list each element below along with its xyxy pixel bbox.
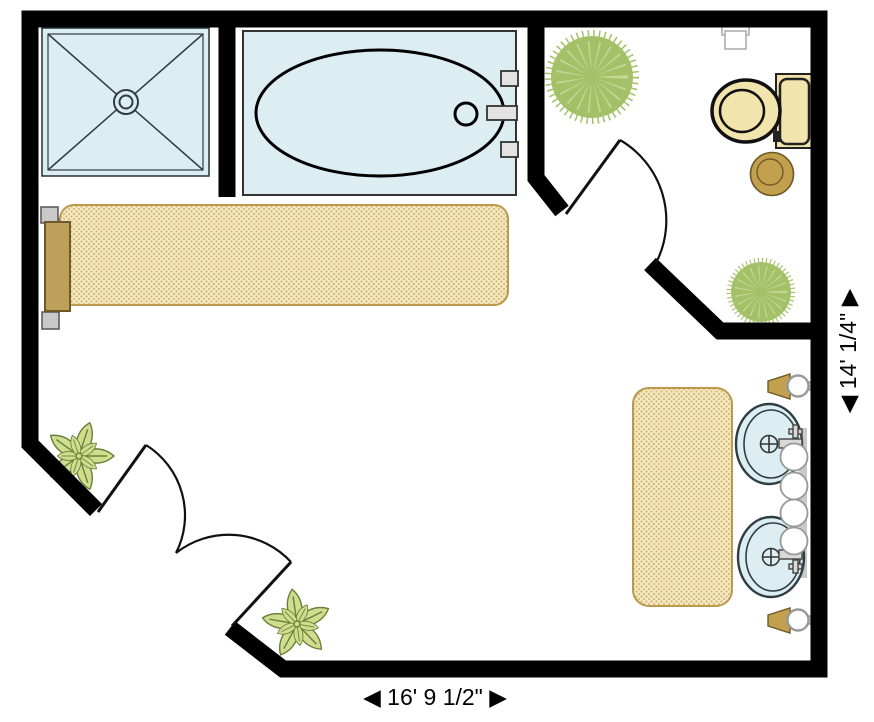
wall-tub-divider (527, 11, 569, 217)
runner-rug[interactable] (59, 204, 509, 306)
vanity-knobs[interactable] (779, 442, 809, 556)
dimension-height-label: ◀ 14' 1/4" ▶ (835, 288, 861, 414)
wall-sconce-bottom[interactable] (767, 607, 813, 634)
bathtub[interactable] (242, 30, 519, 196)
tub-drain (453, 101, 479, 127)
sink-drain (761, 547, 781, 567)
round-stool[interactable] (749, 151, 795, 197)
shower-stall[interactable] (41, 27, 210, 177)
toilet-paper-holder[interactable] (721, 23, 750, 50)
flower-plant-left[interactable] (35, 412, 123, 498)
wall-sconce-top[interactable] (767, 373, 813, 400)
toilet[interactable] (710, 73, 814, 149)
dimension-width-label: ◀ 16' 9 1/2" ▶ (363, 684, 507, 710)
vanity-rug[interactable] (632, 387, 733, 607)
walls (21, 10, 828, 678)
flower-plant-bottom[interactable] (257, 584, 337, 661)
bush-plant-top[interactable] (545, 30, 639, 124)
toilet-room-door[interactable] (564, 139, 668, 264)
sink-drain (759, 434, 779, 454)
tub-faucet (486, 70, 519, 158)
bush-plant-right[interactable] (726, 257, 796, 327)
wall-toilet-room (644, 257, 819, 340)
entry-double-door[interactable] (96, 444, 293, 628)
outer-wall (21, 10, 828, 678)
towel-bar[interactable] (40, 206, 71, 330)
